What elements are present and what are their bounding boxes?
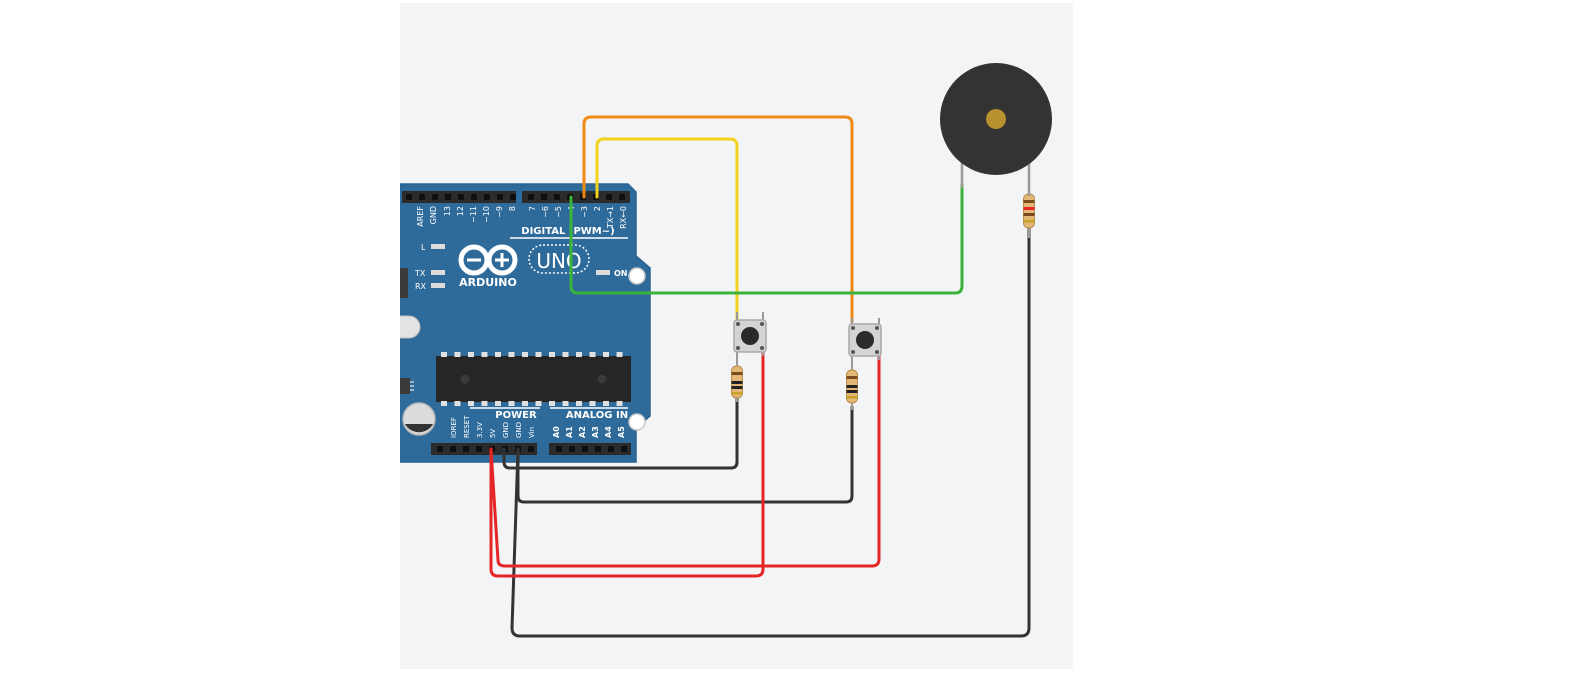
analog-pin-label: A2 (578, 426, 587, 438)
resistor-1[interactable] (731, 360, 743, 402)
digital-pin-label: ~9 (495, 206, 504, 218)
analog-header-label: ANALOG IN (566, 410, 628, 421)
digital-pin-label: GND (429, 206, 438, 224)
power-pin-label: GND (502, 422, 510, 438)
led-tx (431, 270, 445, 275)
digital-pin-label: 7 (528, 206, 537, 211)
digital-pin-label: 8 (508, 206, 517, 211)
buzzer-center (986, 109, 1006, 129)
power-pin-label: IOREF (450, 417, 458, 438)
wire-black-buzzer-gnd[interactable] (510, 226, 1031, 638)
model-badge (528, 244, 590, 274)
power-pin-label: 3.3V (476, 422, 484, 438)
wire-red-button1-5v[interactable] (489, 350, 765, 578)
power-pin-label: 5V (489, 429, 497, 438)
wire-orange[interactable] (582, 115, 854, 324)
digital-pin-label: RX←0 (619, 206, 628, 229)
wire-red-button2-5v[interactable] (489, 354, 881, 568)
power-pin-label: RESET (463, 415, 471, 438)
led-on-label: ON (614, 269, 628, 278)
power-header (431, 443, 537, 455)
led-on (596, 270, 610, 275)
digital-pin-label: 13 (443, 206, 452, 216)
led-l-label: L (421, 243, 426, 252)
pushbutton-1[interactable] (733, 312, 767, 362)
piezo-buzzer[interactable] (940, 63, 1052, 196)
analog-pin-label: A3 (591, 426, 600, 438)
digital-pin-label: AREF (416, 206, 425, 227)
voltage-regulator (400, 378, 410, 394)
digital-pin-label: ~6 (541, 206, 550, 218)
digital-pin-label: ~3 (580, 206, 589, 218)
bottom-pin-labels: IOREF RESET 3.3V 5V GND GND Vin A0 A1 A2 A3 A4 A5 (450, 415, 626, 438)
led-l (431, 244, 445, 249)
resistor-icon (1023, 193, 1035, 229)
digital-pin-label: ~5 (554, 206, 563, 218)
led-tx-label: TX (414, 269, 426, 278)
mounting-hole (628, 267, 646, 285)
brand-label: ARDUINO (459, 276, 517, 289)
mounting-hole (628, 413, 646, 431)
reset-button-housing (400, 315, 421, 339)
pushbutton-2[interactable] (848, 318, 882, 368)
power-pin-label: Vin (528, 427, 536, 438)
digital-pin-label: 12 (456, 206, 465, 216)
digital-pin-label: 2 (593, 206, 602, 211)
wire-black-button1-gnd[interactable] (502, 396, 739, 470)
analog-pin-label: A0 (552, 426, 561, 438)
analog-pin-label: A5 (617, 426, 626, 438)
usb-port (400, 268, 408, 298)
led-rx (431, 283, 445, 288)
resistor-2[interactable] (846, 366, 858, 410)
power-pin-label: GND (515, 422, 523, 438)
analog-pin-label: A1 (565, 426, 574, 438)
digital-pin-label: TX→1 (606, 206, 615, 229)
analog-pin-label: A4 (604, 426, 613, 438)
wire-yellow[interactable] (595, 137, 739, 322)
digital-header-right (522, 191, 630, 203)
arduino-infinity-logo (458, 244, 518, 276)
led-rx-label: RX (415, 282, 427, 291)
digital-pin-label: ~11 (469, 206, 478, 223)
wire-black-button2-gnd[interactable] (516, 405, 854, 504)
power-header-label: POWER (495, 410, 537, 421)
digital-header-label: DIGITAL (PWM~) (521, 226, 614, 237)
digital-pin-label: ~10 (482, 206, 491, 223)
wire-green[interactable] (569, 183, 964, 295)
model-label: UNO (536, 249, 581, 273)
